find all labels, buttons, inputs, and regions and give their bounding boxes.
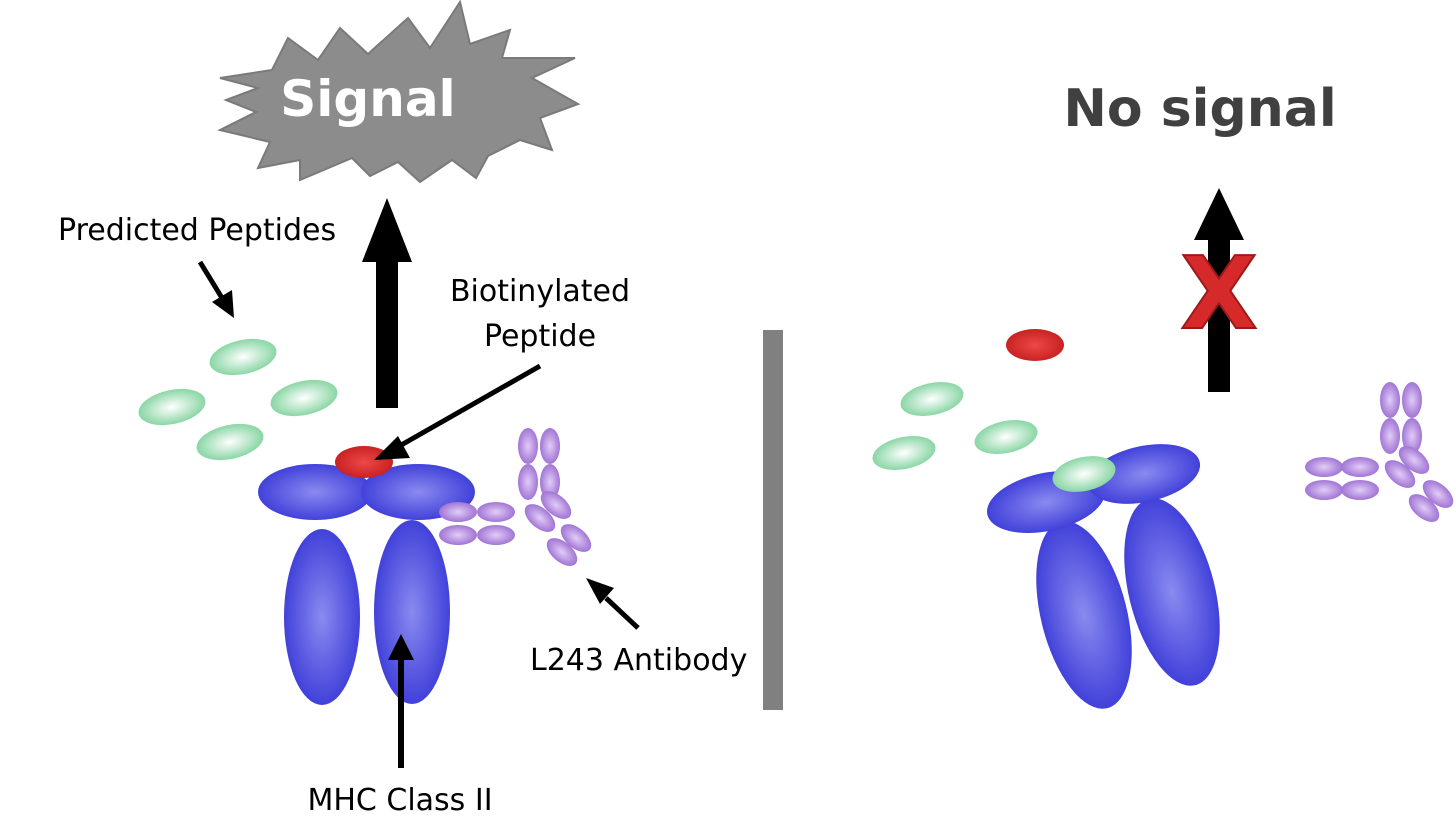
peptide (138, 388, 206, 426)
peptide (209, 338, 277, 376)
predicted-peptides (138, 338, 338, 461)
unbound-biotinylated-peptide (1006, 329, 1064, 361)
biotinylated-peptide-label-line2: Peptide (484, 319, 596, 354)
l243-pointer-arrow (586, 578, 640, 630)
red-x-icon: X (1180, 235, 1257, 352)
no-signal-label: No signal (1063, 79, 1336, 139)
predicted-peptides-pointer-arrow (197, 260, 234, 318)
left-panel: Signal Predicted Peptides (58, 0, 747, 817)
l243-antibody-label: L243 Antibody (530, 643, 747, 678)
right-panel: No signal X (872, 79, 1454, 709)
signal-starburst: Signal (217, 0, 581, 184)
l243-antibody (1305, 382, 1454, 522)
predicted-peptides (872, 381, 1038, 471)
bound-predicted-peptide (1052, 456, 1116, 492)
predicted-peptides-label: Predicted Peptides (58, 213, 336, 248)
mhc-class-ii-label: MHC Class II (307, 783, 492, 817)
blocked-up-arrow (1194, 188, 1244, 392)
mhc-class-ii-molecule (258, 464, 475, 705)
mhc-pointer-arrow (388, 634, 414, 768)
starburst-shape (217, 0, 581, 184)
peptide (872, 435, 936, 471)
signal-up-arrow (362, 198, 412, 408)
peptide (900, 381, 964, 417)
biotinylated-peptide-label-line1: Biotinylated (450, 274, 630, 309)
biotinylated-pointer-arrow (374, 363, 542, 460)
peptide (270, 379, 338, 417)
peptide (974, 419, 1038, 455)
peptide (196, 423, 264, 461)
l243-antibody (439, 428, 592, 566)
panel-divider (763, 330, 783, 710)
biotinylated-peptide (335, 446, 393, 478)
signal-label: Signal (280, 70, 455, 128)
